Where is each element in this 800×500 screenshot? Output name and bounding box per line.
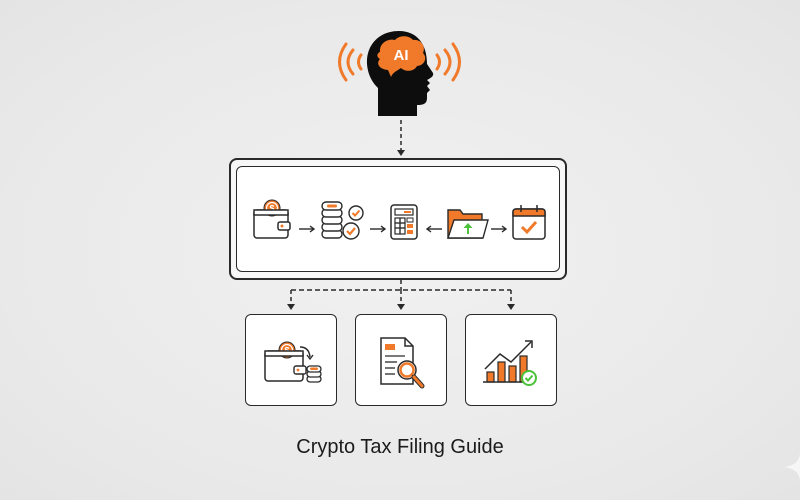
svg-text:AI: AI — [394, 47, 409, 64]
growth-chart-check-icon — [483, 340, 537, 386]
svg-text:$: $ — [269, 204, 274, 214]
folder-upload-icon — [446, 206, 490, 240]
arrow-right-icon — [298, 220, 316, 238]
wallet-transfer-icon: $ — [264, 341, 322, 383]
arrow-right-icon — [490, 220, 508, 238]
calculator-icon — [390, 204, 418, 240]
output-card-document-search — [355, 314, 447, 406]
arrow-left-icon — [425, 220, 443, 238]
output-card-wallet-transfer: $ — [245, 314, 337, 406]
sparkle-icon — [784, 452, 800, 487]
output-card-growth-chart — [465, 314, 557, 406]
wallet-coin-icon: $ — [252, 198, 298, 244]
ai-head-icon: AI — [335, 28, 465, 118]
connector-head-to-workflow — [395, 120, 407, 158]
document-search-icon — [380, 337, 425, 389]
calendar-check-icon — [512, 204, 546, 240]
arrow-right-icon — [369, 220, 387, 238]
coin-stack-verified-icon — [320, 200, 366, 244]
page-title: Crypto Tax Filing Guide — [296, 436, 504, 458]
connector-workflow-to-outputs — [285, 280, 517, 314]
